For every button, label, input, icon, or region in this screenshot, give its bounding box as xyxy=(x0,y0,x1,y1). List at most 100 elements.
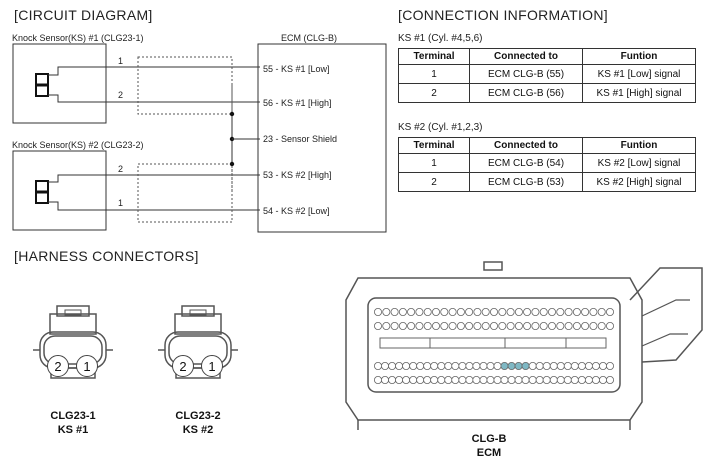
ecm-pin-22 xyxy=(431,307,440,316)
ecm-pin-60 xyxy=(472,375,481,384)
ecm-pin-47 xyxy=(563,375,572,384)
ecm-pin-44 xyxy=(584,361,593,370)
ecm-pin-55 xyxy=(507,361,516,370)
ecm-pin-4 xyxy=(581,307,590,316)
ecm-pin-28 xyxy=(382,307,391,316)
ecm-pin-57 xyxy=(493,361,502,370)
ecm-pin-58 xyxy=(486,361,495,370)
ecm-pin-41 xyxy=(606,375,615,384)
ecm-pin-58 xyxy=(486,375,495,384)
table-row: 2 ECM CLG-B (56) KS #1 [High] signal xyxy=(398,83,696,103)
ecm-pin-56 xyxy=(500,375,509,384)
ecm-pin-55: 55 - KS #1 [Low] xyxy=(263,64,330,74)
ecm-pin-24 xyxy=(415,321,424,330)
ecm-box xyxy=(257,43,387,233)
ecm-pin-72 xyxy=(388,361,397,370)
ecm-pin-43 xyxy=(591,375,600,384)
ecm-pin-18 xyxy=(465,307,474,316)
ecm-pin-19 xyxy=(456,321,465,330)
ecm-pin-54: 54 - KS #2 [Low] xyxy=(263,206,330,216)
sensor1-symbol xyxy=(35,73,49,97)
ecm-pin-9 xyxy=(539,307,548,316)
ecm-pin-3 xyxy=(589,321,598,330)
ecm-pin-56: 56 - KS #1 [High] xyxy=(263,98,332,108)
ecm-pin-29 xyxy=(373,321,382,330)
ecm-pin-16 xyxy=(481,321,490,330)
ecm-pin-52 xyxy=(528,361,537,370)
ecm-pin-67 xyxy=(423,361,432,370)
ecm-pin-41 xyxy=(606,361,615,370)
ecm-pin-19 xyxy=(456,307,465,316)
ecm-pin-66 xyxy=(430,375,439,384)
ecm-pin-65 xyxy=(437,361,446,370)
sensor2-pin-1: 1 xyxy=(118,198,124,208)
table-cell: KS #2 [High] signal xyxy=(582,172,696,192)
ecm-pin-23: 23 - Sensor Shield xyxy=(263,134,338,144)
ks1-table-caption: KS #1 (Cyl. #4,5,6) xyxy=(398,33,483,44)
ecm-pin-68 xyxy=(416,375,425,384)
ecm-pin-15 xyxy=(489,321,498,330)
ecm-pin-52 xyxy=(528,375,537,384)
clg23-2-pin-1: 1 xyxy=(201,355,223,377)
ecm-pin-74 xyxy=(373,361,382,370)
connector-code: CLG23-1 xyxy=(50,410,96,422)
ecm-pin-14 xyxy=(498,307,507,316)
ecm-pin-5 xyxy=(572,321,581,330)
ecm-pin-13 xyxy=(506,307,515,316)
ecm-pin-51 xyxy=(535,361,544,370)
ecm-pin-26 xyxy=(398,321,407,330)
ks2-connection-table: Terminal Connected to Funtion 1 ECM CLG-… xyxy=(398,137,696,192)
ecm-pin-10 xyxy=(531,321,540,330)
clg23-1-label: CLG23-1 KS #1 xyxy=(38,409,108,437)
ecm-pin-18 xyxy=(465,321,474,330)
ecm-pin-71 xyxy=(395,361,404,370)
ecm-pin-53 xyxy=(521,361,530,370)
ecm-pin-21 xyxy=(440,321,449,330)
ecm-pin-27 xyxy=(390,321,399,330)
ecm-pin-10 xyxy=(531,307,540,316)
ecm-pin-43 xyxy=(591,361,600,370)
ecm-pin-17 xyxy=(473,321,482,330)
ecm-pin-6 xyxy=(564,321,573,330)
ecm-pin-55 xyxy=(507,375,516,384)
ecm-pin-4 xyxy=(581,321,590,330)
ecm-pin-45 xyxy=(577,361,586,370)
table-cell: KS #1 [High] signal xyxy=(582,83,696,103)
ecm-pin-47 xyxy=(563,361,572,370)
ecm-pin-2 xyxy=(597,307,606,316)
sensor2-symbol xyxy=(35,180,49,204)
ecm-pin-59 xyxy=(479,361,488,370)
clg23-2-pin-2: 2 xyxy=(172,355,194,377)
ecm-pin-45 xyxy=(577,375,586,384)
ecm-pin-1 xyxy=(606,321,615,330)
clg23-1-connector-drawing xyxy=(33,305,113,379)
ecm-pin-69 xyxy=(409,361,418,370)
ecm-pin-50 xyxy=(542,361,551,370)
ecm-label: ECM (CLG-B) xyxy=(281,33,337,43)
ecm-pin-row-bottom xyxy=(373,361,615,384)
ecm-pin-5 xyxy=(572,307,581,316)
ecm-pin-9 xyxy=(539,321,548,330)
ecm-pin-6 xyxy=(564,307,573,316)
ecm-pin-12 xyxy=(514,321,523,330)
ecm-pin-67 xyxy=(423,375,432,384)
ecm-pin-53: 53 - KS #2 [High] xyxy=(263,170,332,180)
ecm-pin-23 xyxy=(423,321,432,330)
ecm-pin-61 xyxy=(465,361,474,370)
ks2-table-caption: KS #2 (Cyl. #1,2,3) xyxy=(398,122,483,133)
ecm-pin-11 xyxy=(523,321,532,330)
ecm-pin-46 xyxy=(570,361,579,370)
table-row: 2 ECM CLG-B (53) KS #2 [High] signal xyxy=(398,172,696,192)
connector-name: KS #1 xyxy=(57,424,89,436)
ecm-pin-69 xyxy=(409,375,418,384)
ecm-pin-49 xyxy=(549,375,558,384)
ecm-pin-48 xyxy=(556,375,565,384)
ecm-pin-68 xyxy=(416,361,425,370)
ecm-pin-51 xyxy=(535,375,544,384)
sensor2-label: Knock Sensor(KS) #2 (CLG23-2) xyxy=(12,140,144,150)
ecm-pin-53 xyxy=(521,375,530,384)
ecm-pin-23 xyxy=(423,307,432,316)
ecm-pin-16 xyxy=(481,307,490,316)
clg23-2-label: CLG23-2 KS #2 xyxy=(163,409,233,437)
sensor2-pin-2: 2 xyxy=(118,164,124,174)
